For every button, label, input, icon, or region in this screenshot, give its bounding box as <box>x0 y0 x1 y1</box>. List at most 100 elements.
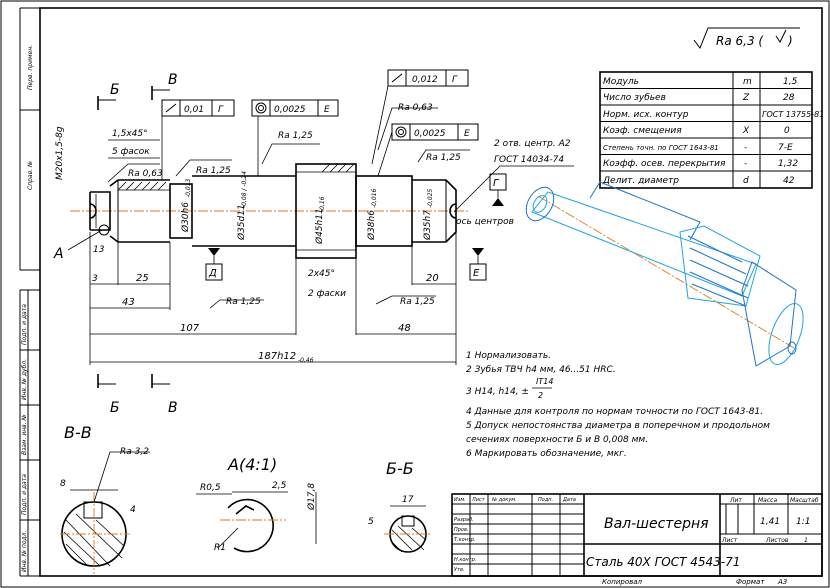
technical-notes: 1 Нормализовать. 2 Зубья ТВЧ h4 мм, 46..… <box>466 351 770 459</box>
svg-text:Е: Е <box>324 105 330 115</box>
section-v-v: В-В 8 Ra 3,2 4 <box>60 423 150 574</box>
svg-text:IT14: IT14 <box>536 377 553 386</box>
svg-text:7-Е: 7-Е <box>778 143 793 153</box>
margin-sprav-no: Справ. № <box>27 161 34 190</box>
detail-view-a: А(4:1) R0,5 2,5 R1 Ø17,8 <box>196 455 317 553</box>
dim-chamfer-15: 1,5x45° <box>112 129 148 139</box>
svg-text:m: m <box>743 77 752 87</box>
dim-d45-tol: -0,16 <box>319 196 326 212</box>
dim-total: 187h12 <box>258 351 296 362</box>
svg-text:0,01: 0,01 <box>184 105 204 115</box>
dim-d45: Ø45h11 <box>314 208 325 245</box>
svg-text:Норм. исх. контур: Норм. исх. контур <box>603 110 689 120</box>
svg-text:Ra 0,63: Ra 0,63 <box>398 103 433 113</box>
svg-text:42: 42 <box>783 176 795 186</box>
dim-d38-tol: -0,016 <box>371 188 378 208</box>
title-block: Изм. Лист № докум. Подп. Дата Разраб. Пр… <box>451 493 823 586</box>
svg-text:17: 17 <box>402 495 414 505</box>
svg-text:Ra 3,2: Ra 3,2 <box>120 447 149 457</box>
table-row: Модуль m 1,5 <box>603 77 798 87</box>
svg-text:28: 28 <box>783 93 795 103</box>
margin-podp-data-1: Подп. и дата <box>21 304 28 345</box>
margin-vzam-inv: Взам. инв. № <box>21 414 28 455</box>
svg-text:6 Маркировать обозначение, мкг: 6 Маркировать обозначение, мкг. <box>466 449 627 459</box>
svg-text:Z: Z <box>742 93 750 103</box>
svg-text:Модуль: Модуль <box>603 77 639 87</box>
svg-text:Листов: Листов <box>765 537 789 544</box>
svg-text:1: 1 <box>804 537 808 544</box>
margin-inv-podl: Инв. № подл. <box>21 531 28 572</box>
datum-d: Д <box>205 248 223 281</box>
part-name: Вал-шестерня <box>604 516 709 532</box>
svg-text:В: В <box>168 72 178 88</box>
tolerance-frame-1: 0,01 Г <box>161 99 235 180</box>
svg-text:2 Зубья ТВЧ h4 мм, 46...51 HRC: 2 Зубья ТВЧ h4 мм, 46...51 HRC. <box>466 365 616 375</box>
dim-43: 43 <box>122 297 135 308</box>
svg-text:Ra 1,25: Ra 1,25 <box>278 131 313 141</box>
svg-text:-: - <box>744 159 747 169</box>
svg-text:Ra 1,25: Ra 1,25 <box>196 166 231 176</box>
table-row: Число зубьев Z 28 <box>603 93 795 103</box>
dim-d35b: Ø35h7 <box>422 210 433 241</box>
dim-48: 48 <box>398 323 411 334</box>
table-row: Норм. исх. контур ГОСТ 13755-81 <box>603 110 824 120</box>
dim-d38: Ø38h6 <box>366 210 377 241</box>
tolerance-frame-4: 0,0025 Е <box>377 123 479 177</box>
svg-text:0: 0 <box>784 126 790 136</box>
table-row: Коэф. смещения X 0 <box>603 126 790 136</box>
svg-text:Изм.: Изм. <box>454 497 466 503</box>
svg-text:4: 4 <box>130 505 136 515</box>
section-b-b: Б-Б 17 5 <box>368 459 432 553</box>
svg-text:Ra 6,3 (: Ra 6,3 ( <box>716 34 764 48</box>
dim-total-tol: -0,46 <box>298 357 314 364</box>
center-axis-label: ось центров <box>456 217 514 227</box>
svg-text:3 H14, h14, ±: 3 H14, h14, ± <box>466 387 529 397</box>
svg-text:0,0025: 0,0025 <box>414 129 446 139</box>
table-row: Коэфф. осев. перекрытия - 1,32 <box>603 159 798 169</box>
svg-text:Подп.: Подп. <box>538 497 553 503</box>
svg-text:Утв.: Утв. <box>454 567 465 573</box>
svg-text:Коэф. смещения: Коэф. смещения <box>603 126 682 136</box>
svg-text:ГОСТ 13755-81: ГОСТ 13755-81 <box>762 110 824 119</box>
dim-d30-tol: -0,013 <box>185 178 192 198</box>
svg-text:Г: Г <box>452 75 458 85</box>
svg-text:Пров.: Пров. <box>454 527 469 533</box>
dim-thread: M20x1,5-8g <box>55 126 65 180</box>
svg-text:2,5: 2,5 <box>272 481 287 491</box>
svg-text:Масса: Масса <box>758 497 777 504</box>
svg-text:Б: Б <box>110 400 120 416</box>
svg-text:А3: А3 <box>777 578 787 586</box>
svg-text:Г: Г <box>218 105 224 115</box>
center-holes-line2: ГОСТ 14034-74 <box>494 155 564 165</box>
svg-text:Ø17,8: Ø17,8 <box>306 483 317 511</box>
dim-20: 20 <box>426 273 439 284</box>
dim-13: 13 <box>93 245 105 255</box>
svg-text:R0,5: R0,5 <box>200 483 221 493</box>
table-row: Степень точн. по ГОСТ 1643-81 - 7-Е <box>603 143 793 153</box>
svg-text:Ra 1,25: Ra 1,25 <box>226 297 261 307</box>
svg-text:Ra 1,25: Ra 1,25 <box>400 297 435 307</box>
svg-text:R1: R1 <box>214 543 226 553</box>
svg-text:№ докум.: № докум. <box>491 497 517 503</box>
svg-text:Число зубьев: Число зубьев <box>603 93 666 103</box>
section-bb-title: Б-Б <box>386 459 414 478</box>
tolerance-frame-2: 0,0025 Е <box>251 99 339 176</box>
left-margin-columns <box>19 7 40 577</box>
svg-text:Ra 0,63: Ra 0,63 <box>128 169 163 179</box>
svg-text:Степень точн. по ГОСТ 1643-81: Степень точн. по ГОСТ 1643-81 <box>603 144 719 152</box>
general-roughness-symbol: Ra 6,3 ( ) <box>693 27 800 50</box>
shaft-3d-view <box>525 181 804 367</box>
svg-text:Лит: Лит <box>729 497 742 504</box>
center-holes-line1: 2 отв. центр. А2 <box>494 139 571 149</box>
svg-text:X: X <box>742 126 750 136</box>
svg-text:Коэфф. осев. перекрытия: Коэфф. осев. перекрытия <box>603 159 726 169</box>
svg-text:): ) <box>787 34 793 48</box>
detail-a-title: А(4:1) <box>227 455 277 474</box>
svg-text:Дата: Дата <box>562 497 576 503</box>
scale-value: 1:1 <box>796 517 810 527</box>
svg-text:4 Данные для контроля по норма: 4 Данные для контроля по нормам точности… <box>466 407 763 417</box>
svg-text:Н.контр.: Н.контр. <box>454 557 476 563</box>
svg-text:сечениях поверхности Б и В 0,0: сечениях поверхности Б и В 0,008 мм. <box>466 435 648 445</box>
svg-text:Масштаб: Масштаб <box>790 497 819 504</box>
